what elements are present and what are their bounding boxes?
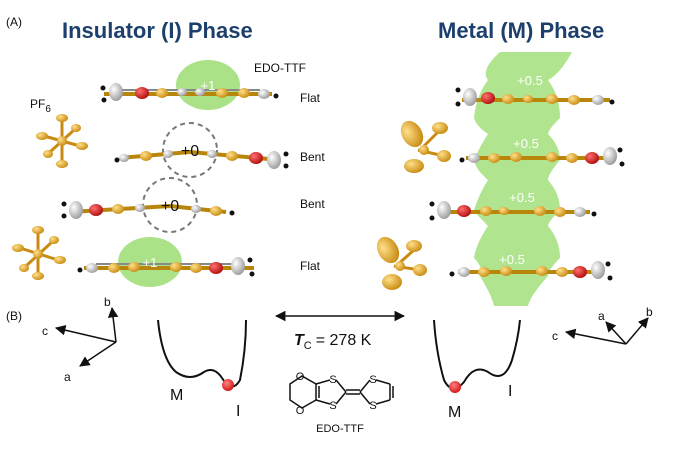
conformation-label-1: Flat: [300, 91, 321, 105]
panel-b-label: (B): [6, 309, 22, 323]
pf6-anion-1: [36, 114, 88, 168]
well-right-m-label: M: [448, 404, 461, 421]
atom-o-bottom: O: [296, 405, 305, 417]
metal-phase-title: Metal (M) Phase: [438, 18, 604, 43]
insulator-charge-1: +1: [201, 78, 216, 93]
metal-charge-column: [474, 52, 572, 306]
metal-charge-1: +0.5: [517, 73, 543, 88]
state-ball-left: [222, 379, 234, 391]
metal-pf6-anion-1: [396, 117, 451, 173]
atom-s-3: S: [369, 374, 376, 386]
molecule-name: EDO-TTF: [316, 423, 364, 435]
panel-a-label: (A): [6, 15, 22, 29]
metal-pf6-anion-2: [372, 233, 427, 290]
axis-right-c: c: [552, 329, 558, 343]
axis-left-c: c: [42, 324, 48, 338]
axis-left-a: a: [64, 370, 71, 384]
pf6-label: PF6: [30, 97, 51, 115]
well-left-i-label: I: [236, 403, 240, 420]
metal-charge-4: +0.5: [499, 252, 525, 267]
conformation-label-2: Bent: [300, 150, 325, 164]
atom-s-4: S: [369, 400, 376, 412]
atom-o-top: O: [296, 371, 305, 383]
atom-s-1: S: [329, 374, 336, 386]
state-ball-right: [449, 381, 461, 393]
insulator-charge-3: +0: [161, 198, 179, 215]
axis-right-a: a: [598, 309, 605, 323]
conformation-label-3: Bent: [300, 197, 325, 211]
insulator-phase-title: Insulator (I) Phase: [62, 18, 253, 43]
axes-left: [56, 308, 116, 366]
axis-right-b: b: [646, 305, 653, 319]
well-right-i-label: I: [508, 383, 512, 400]
insulator-charge-2: +0: [181, 143, 199, 160]
metal-charge-2: +0.5: [513, 136, 539, 151]
insulator-molecule-3: [62, 201, 235, 219]
potential-well-right: [434, 320, 520, 389]
conformation-label-4: Flat: [300, 259, 321, 273]
potential-well-left: [158, 320, 246, 387]
atom-s-2: S: [329, 400, 336, 412]
well-left-m-label: M: [170, 387, 183, 404]
edo-ttf-label: EDO-TTF: [254, 61, 306, 75]
pf6-anion-2: [12, 226, 66, 280]
insulator-charge-4: +1: [143, 255, 158, 270]
insulator-molecule-2: [115, 150, 289, 169]
transition-temperature: TC= 278 K: [294, 332, 372, 352]
metal-charge-3: +0.5: [509, 190, 535, 205]
axis-left-b: b: [104, 295, 111, 309]
edo-ttf-structure: [290, 376, 393, 408]
axes-right: [566, 318, 648, 344]
